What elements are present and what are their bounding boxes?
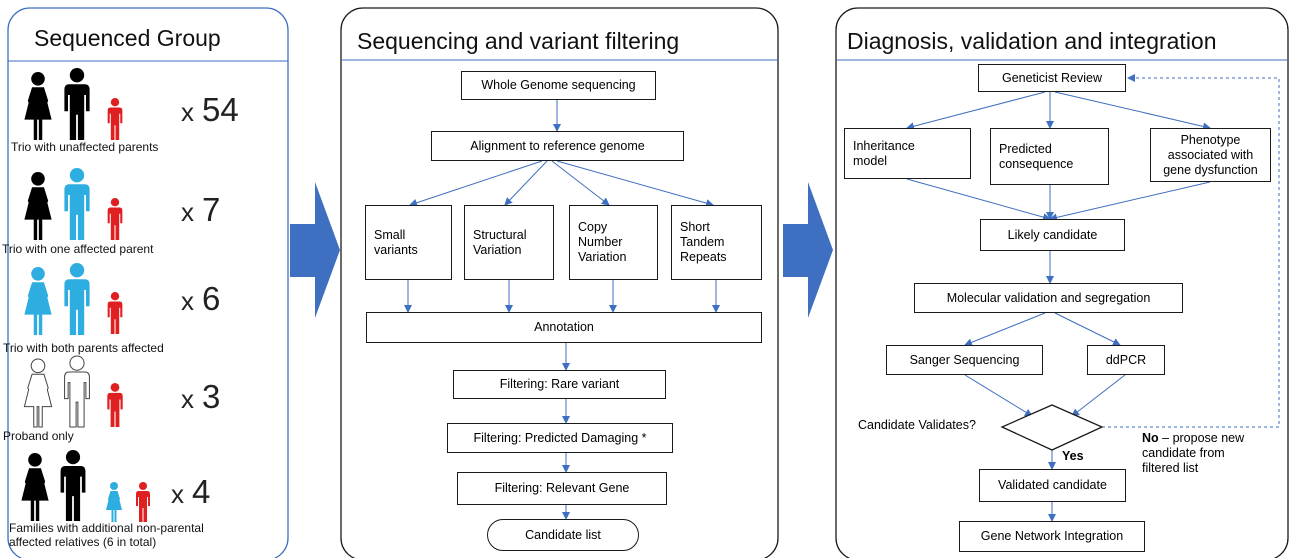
male-person-icon: [64, 68, 90, 140]
panel-sequenced-group: [7, 7, 289, 558]
group-count-5: x 4: [171, 473, 211, 510]
female-person-icon: [106, 482, 122, 522]
annotation-box: Annotation: [366, 312, 762, 343]
candidate-list-box: Candidate list: [487, 519, 639, 551]
panel-diagnosis-validation: [835, 7, 1289, 558]
variant-box-str: Short Tandem Repeats: [671, 205, 762, 280]
panel3-title: Diagnosis, validation and integration: [847, 28, 1217, 54]
male-person-icon: [60, 450, 86, 521]
edge-sanger-decision: [964, 374, 1033, 417]
geneticist-review-box: Geneticist Review: [978, 64, 1126, 92]
count-value: 7: [202, 191, 221, 228]
alignment-box: Alignment to reference genome: [431, 131, 684, 161]
male-person-icon: [107, 198, 123, 240]
edge-molecular-sanger: [964, 312, 1046, 347]
edge-review-inheritance: [906, 91, 1046, 131]
panel-sequencing-filtering: [340, 7, 779, 558]
edge-phenotype-likely: [1049, 181, 1211, 222]
female-person-icon: [23, 358, 53, 428]
female-person-icon: [21, 453, 49, 521]
group-count-3: x 6: [181, 280, 221, 317]
group-count-2: x 7: [181, 191, 221, 228]
count-value: 4: [192, 473, 211, 510]
group-caption-3: Trio with both parents affected: [3, 341, 164, 355]
decision-diamond: [1000, 404, 1104, 451]
female-person-icon: [24, 267, 52, 335]
wgs-box: Whole Genome sequencing: [461, 71, 656, 100]
transition-arrow-1: [290, 182, 340, 318]
group-count-1: x 54: [181, 91, 239, 128]
edge-alignment-small: [409, 160, 543, 207]
edge-alignment-str: [556, 160, 714, 207]
no-label-bold: No: [1142, 431, 1159, 445]
male-person-icon: [107, 292, 123, 334]
decision-label: Candidate Validates?: [858, 418, 976, 432]
panel2-title: Sequencing and variant filtering: [357, 28, 680, 54]
male-person-icon: [136, 482, 150, 522]
count-value: 54: [202, 91, 239, 128]
male-person-icon: [64, 355, 90, 428]
group-caption-1: Trio with unaffected parents: [11, 140, 159, 154]
criteria-consequence-box: Predicted consequence: [990, 128, 1109, 185]
transition-arrow-2: [783, 182, 833, 318]
yes-label: Yes: [1062, 449, 1084, 463]
group-caption-2: Trio with one affected parent: [2, 242, 154, 256]
variant-box-cnv: Copy Number Variation: [569, 205, 658, 280]
count-prefix: x: [171, 479, 184, 509]
edge-alignment-structural: [504, 160, 548, 206]
likely-candidate-box: Likely candidate: [980, 219, 1125, 251]
count-prefix: x: [181, 286, 194, 316]
edge-ddpcr-decision: [1071, 374, 1126, 417]
male-person-icon: [64, 263, 90, 335]
sanger-box: Sanger Sequencing: [886, 345, 1043, 375]
edge-alignment-cnv: [551, 160, 610, 206]
panel1-title: Sequenced Group: [34, 25, 221, 51]
count-value: 3: [202, 378, 221, 415]
filter-relevant-box: Filtering: Relevant Gene: [457, 472, 667, 505]
edge-inheritance-likely: [906, 178, 1051, 221]
criteria-inheritance-box: Inheritance model: [844, 128, 971, 179]
edge-no-feedback: [1102, 74, 1280, 428]
count-prefix: x: [181, 97, 194, 127]
count-value: 6: [202, 280, 221, 317]
ddpcr-box: ddPCR: [1087, 345, 1165, 375]
count-prefix: x: [181, 384, 194, 414]
people-icons: [21, 68, 150, 522]
count-prefix: x: [181, 197, 194, 227]
no-label-text: – propose new candidate from filtered li…: [1142, 431, 1245, 475]
group-count-4: x 3: [181, 378, 221, 415]
gene-network-box: Gene Network Integration: [959, 521, 1145, 552]
male-person-icon: [64, 168, 90, 240]
variant-box-small: Small variants: [365, 205, 452, 280]
male-person-icon: [107, 98, 123, 140]
female-person-icon: [24, 172, 52, 240]
no-label: No – propose new candidate from filtered…: [1142, 431, 1244, 476]
edge-review-phenotype: [1054, 91, 1211, 131]
edge-molecular-ddpcr: [1054, 312, 1121, 346]
criteria-phenotype-box: Phenotype associated with gene dysfuncti…: [1150, 128, 1271, 182]
female-person-icon: [24, 72, 52, 140]
group-caption-4: Proband only: [3, 429, 74, 443]
filter-damaging-box: Filtering: Predicted Damaging *: [447, 423, 673, 453]
variant-box-structural: Structural Variation: [464, 205, 554, 280]
group-caption-5: Families with additional non-parental af…: [9, 521, 204, 549]
filter-rare-box: Filtering: Rare variant: [453, 370, 666, 399]
validated-candidate-box: Validated candidate: [979, 469, 1126, 502]
molecular-validation-box: Molecular validation and segregation: [914, 283, 1183, 313]
male-person-icon: [107, 383, 123, 427]
